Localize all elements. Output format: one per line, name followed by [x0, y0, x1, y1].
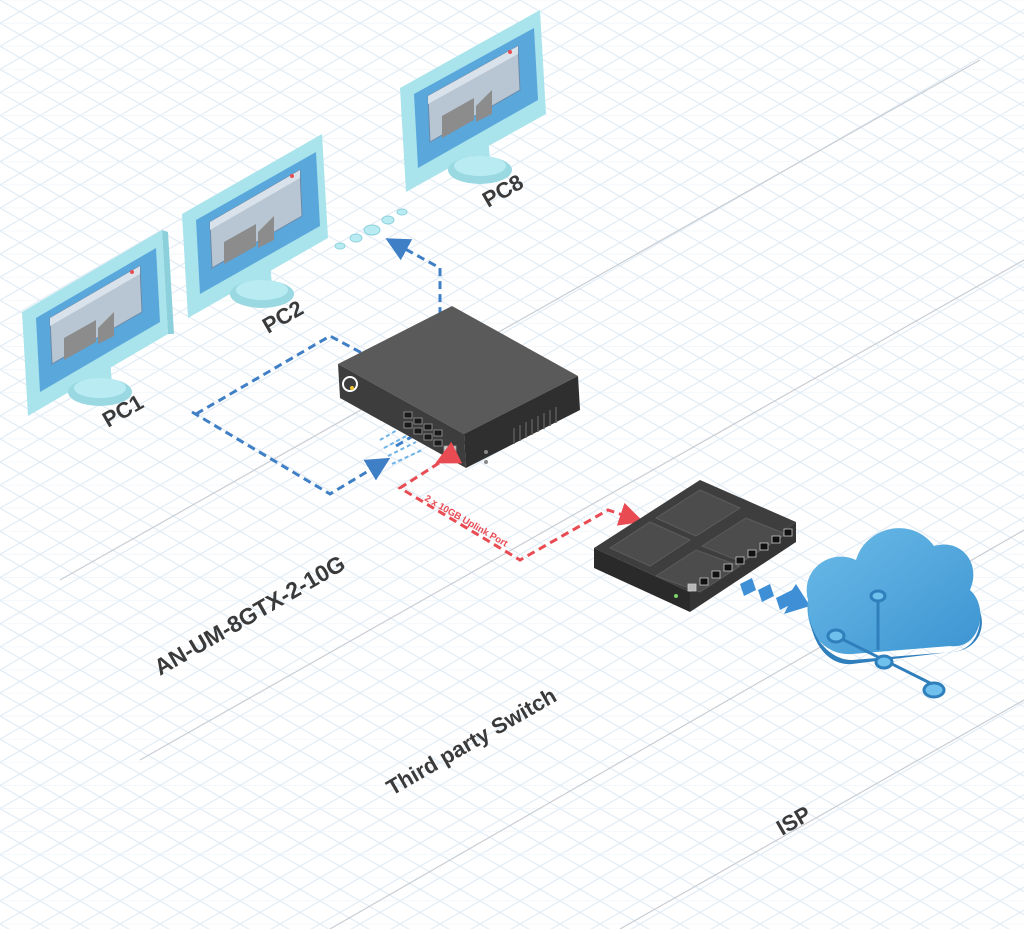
pc8-link [385, 238, 442, 448]
close-dot-icon [290, 174, 294, 178]
isp-link [740, 578, 810, 614]
pc1-monitor [22, 230, 174, 416]
third-party-ports [687, 528, 793, 592]
pc2-monitor [182, 134, 328, 318]
close-dot-icon [130, 270, 134, 274]
uplink-link [397, 441, 644, 562]
screw-icon [484, 450, 488, 454]
switch-top-panels [608, 489, 788, 593]
pc8-monitor [400, 10, 546, 192]
ellipsis-dots [334, 208, 408, 250]
pc2-link [191, 410, 391, 496]
switch-logo-icon [342, 376, 358, 392]
video-camera-icon [224, 216, 274, 264]
switch-vent [513, 407, 557, 444]
main-switch [338, 306, 580, 468]
third-party-switch [594, 480, 796, 612]
video-camera-icon [64, 312, 114, 360]
screw-icon [484, 460, 488, 464]
video-camera-icon [442, 90, 492, 138]
zone-dividers [59, 59, 1024, 930]
cloud-icon [806, 528, 982, 699]
power-dot-icon [674, 594, 678, 598]
close-dot-icon [508, 50, 512, 54]
